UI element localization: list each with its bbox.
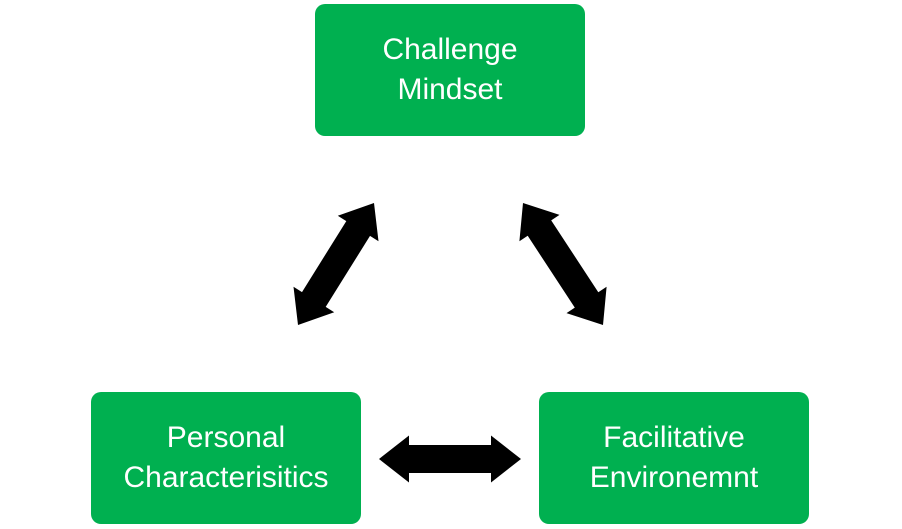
node-label-line2: Mindset: [397, 73, 503, 106]
double-arrow-top-left: [293, 203, 379, 325]
node-label-line2: Characterisitics: [123, 461, 329, 494]
node-label-line1: Facilitative: [603, 421, 745, 454]
node-label-line1: Challenge: [382, 33, 518, 66]
double-arrow-top-right: [519, 203, 607, 325]
node-label-line2: Environemnt: [589, 461, 759, 494]
node-label-line1: Personal: [166, 421, 286, 454]
node-facilitative-environment: Facilitative Environemnt: [539, 392, 809, 524]
node-challenge-mindset: Challenge Mindset: [315, 4, 585, 136]
double-arrow-bottom: [379, 435, 521, 483]
node-personal-characteristics: Personal Characterisitics: [91, 392, 361, 524]
